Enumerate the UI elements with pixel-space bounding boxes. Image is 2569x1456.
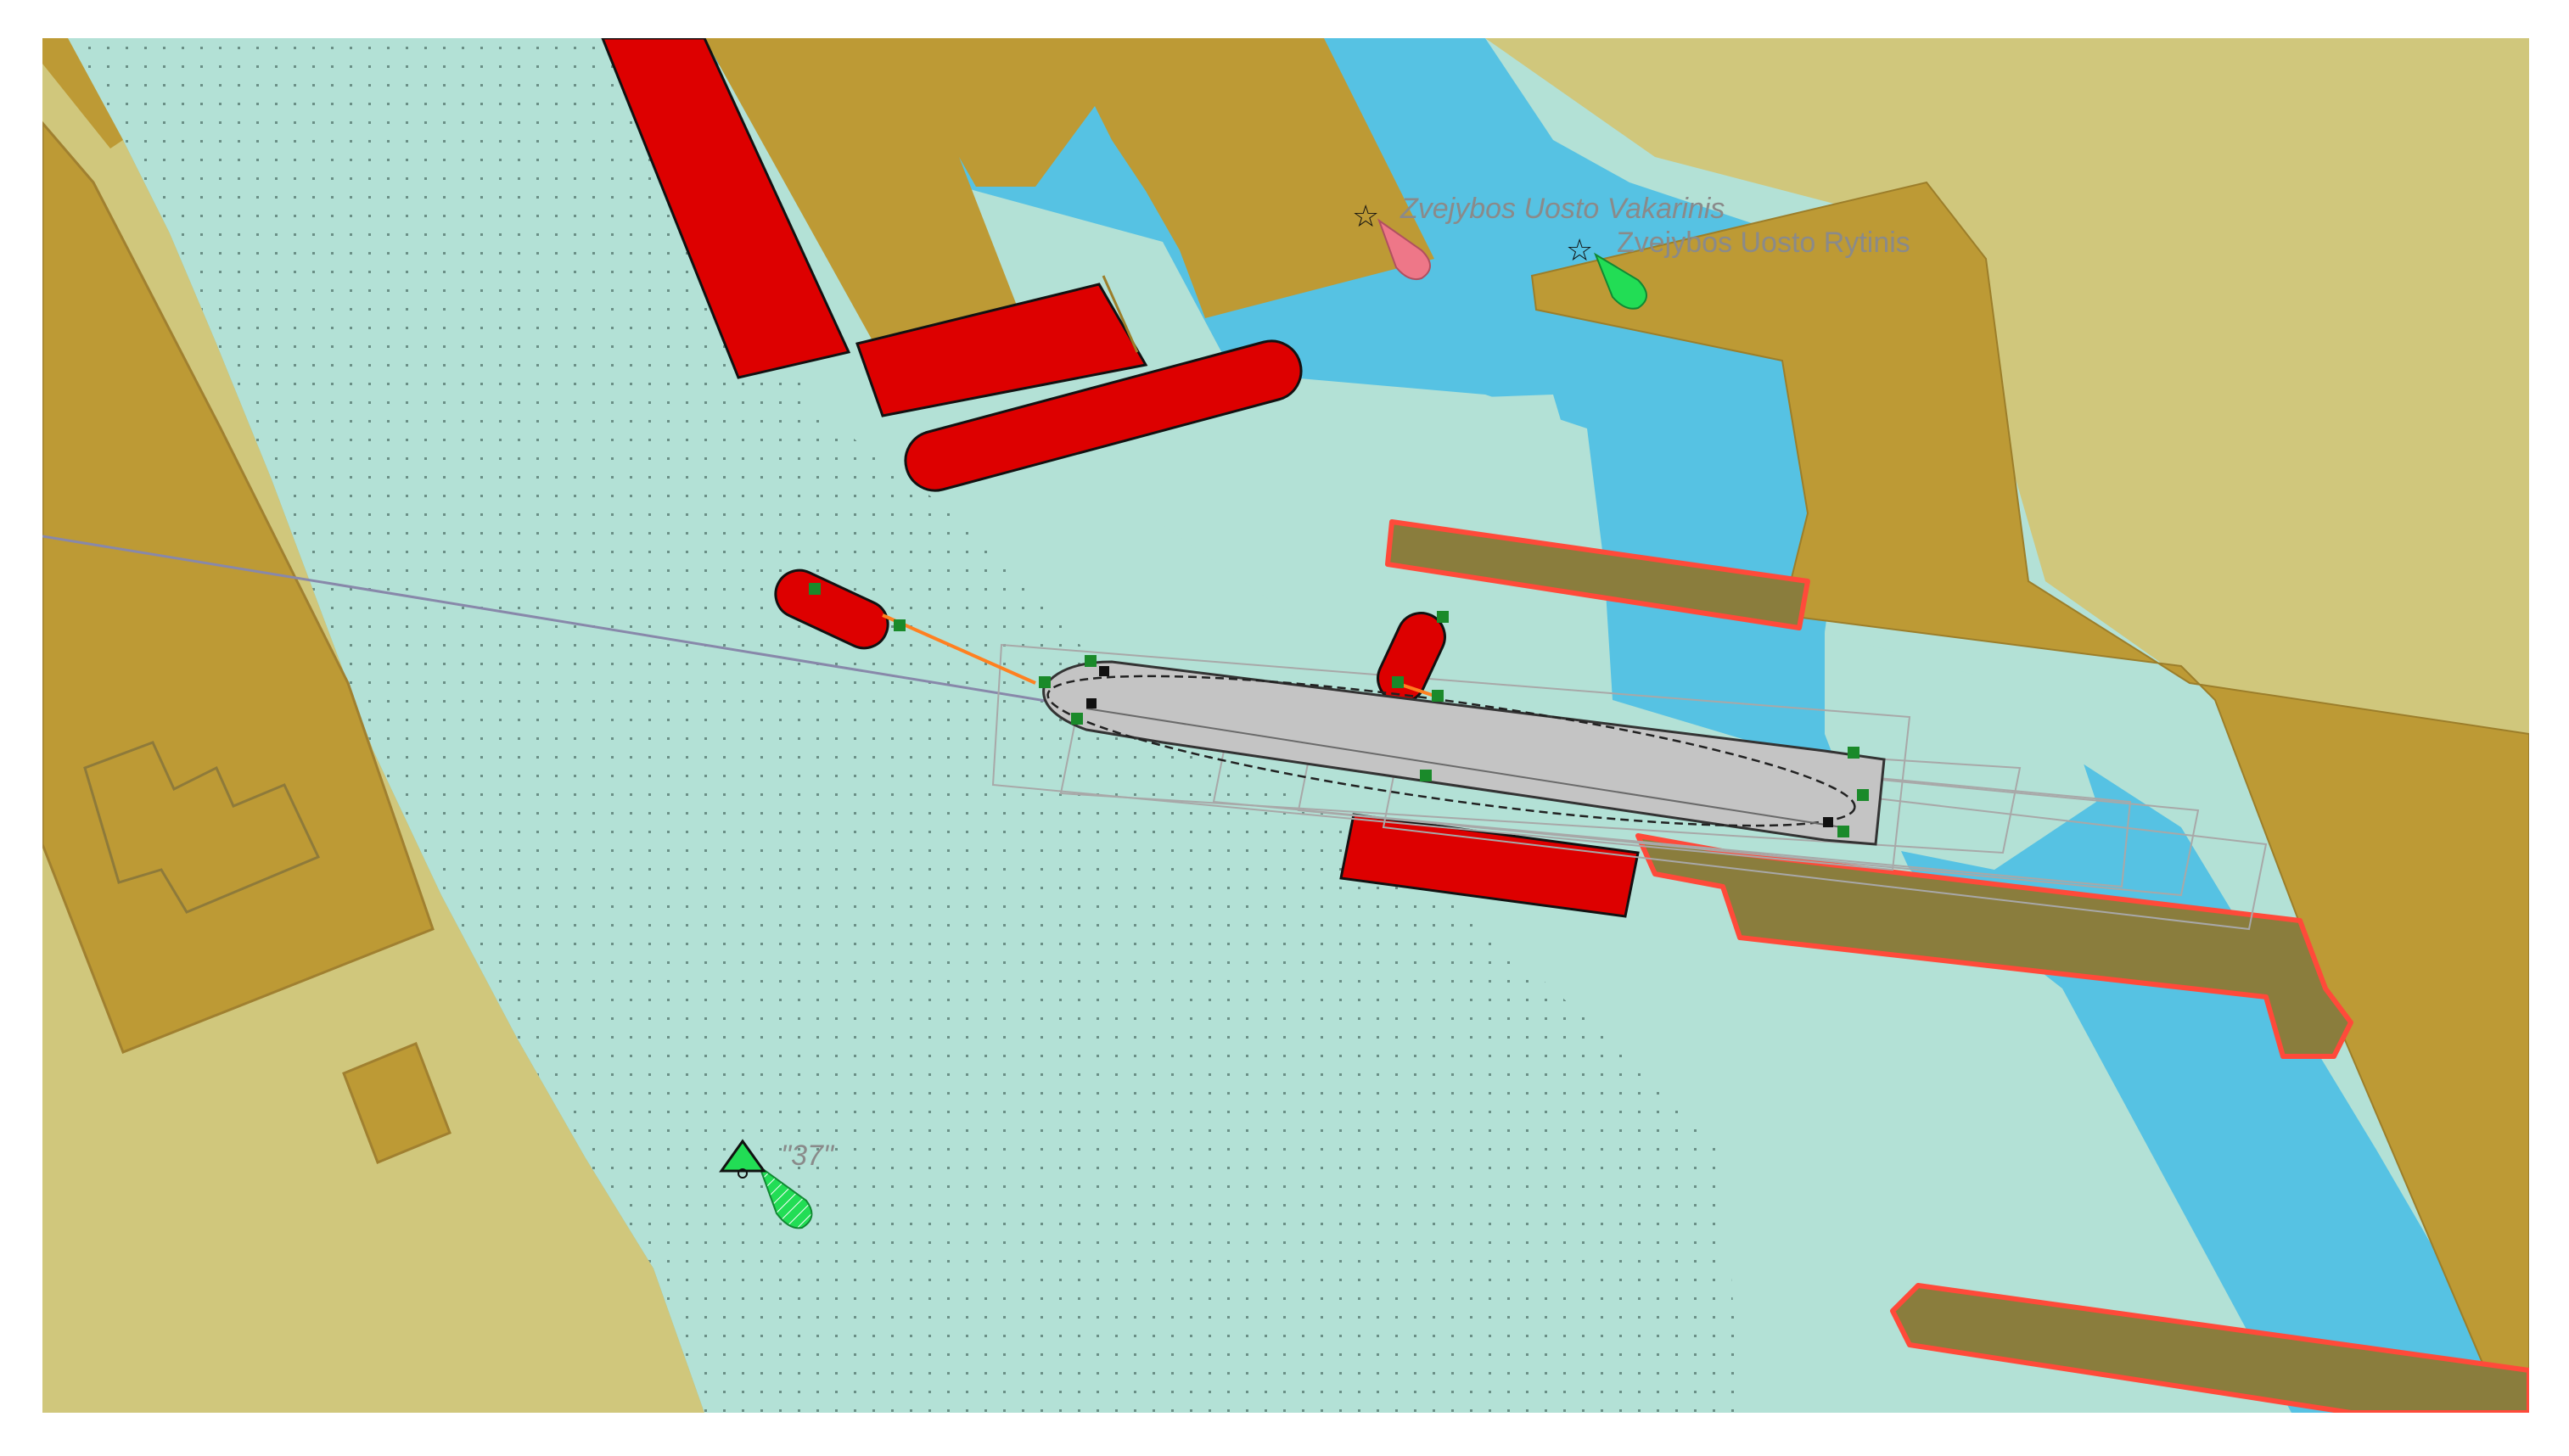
vessel-moored-north-3: [904, 339, 1303, 492]
tow-line-port: [882, 613, 1036, 685]
light-west-star-icon: ☆: [1352, 199, 1379, 233]
buoy-label: "37": [781, 1140, 835, 1172]
buoy-flare-icon: [757, 1164, 813, 1229]
buoy-37[interactable]: "37": [719, 1139, 835, 1229]
pier-upper: [1385, 519, 1810, 630]
own-ship-safety-ellipse: [1046, 675, 1856, 827]
shallow-water-east: [1825, 632, 2096, 870]
dotted-area: [68, 38, 1740, 1413]
pier-lower: [1890, 1283, 2529, 1413]
land-north-light: [1485, 38, 2529, 734]
buoy-conical-icon: [719, 1139, 766, 1173]
land-left-small-block: [342, 1042, 452, 1164]
light-west[interactable]: ☆ Zvejybos Uosto Vakarinis: [1352, 193, 1725, 281]
light-east[interactable]: ☆ Zvejybos Uosto Rytinis: [1566, 227, 1910, 310]
building-outline: [83, 741, 321, 914]
pier-middle: [1635, 833, 2353, 1059]
tug-port-bow[interactable]: [768, 563, 896, 656]
land-north-pier: [704, 38, 1434, 344]
light-flare-green: [1593, 252, 1647, 310]
light-east-label: Zvejybos Uosto Rytinis: [1617, 227, 1910, 259]
vessel-moored-pier: [1339, 813, 1640, 918]
vessel-moored-north-1: [601, 38, 851, 379]
light-east-star-icon: ☆: [1566, 232, 1593, 267]
light-flare-red: [1377, 218, 1431, 281]
ship-edit-handles[interactable]: [809, 583, 1869, 837]
own-ship-hull[interactable]: [1042, 660, 1886, 846]
light-west-label: Zvejybos Uosto Vakarinis: [1399, 193, 1725, 225]
vessel-moored-north-2: [855, 283, 1148, 417]
land-left-built: [42, 120, 435, 1054]
land-left-strip: [42, 38, 123, 148]
land-left-light: [42, 38, 704, 1413]
nautical-chart[interactable]: ☆ Zvejybos Uosto Vakarinis ☆ Zvejybos Uo…: [42, 38, 2529, 1413]
